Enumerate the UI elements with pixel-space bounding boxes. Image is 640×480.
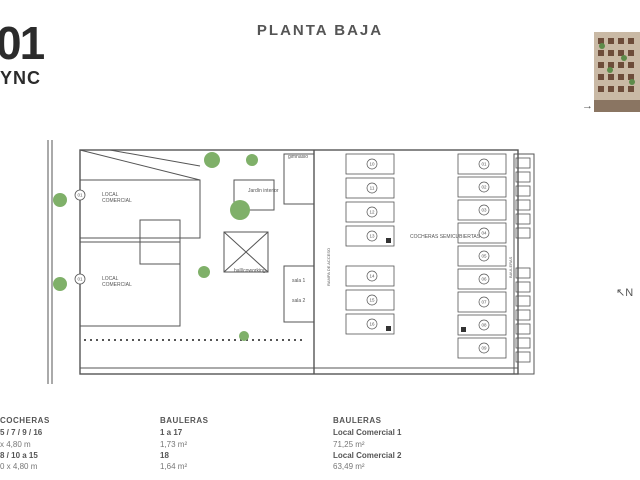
- legend-col2-line4: 1,64 m²: [160, 462, 188, 471]
- parking-stall-14: 14: [345, 265, 395, 287]
- parking-stall-label: 14: [369, 274, 375, 279]
- building-thumbnail: [594, 32, 640, 112]
- rooms-block: [283, 265, 315, 323]
- parking-stall-11: 11: [345, 177, 395, 199]
- parking-stall-label: 09: [481, 346, 487, 351]
- unit-marker-01b: [74, 273, 86, 285]
- legend-col2-line2: 1,73 m²: [160, 440, 188, 449]
- page-title: PLANTA BAJA: [256, 22, 384, 39]
- rampa-label: RAMPA DE ACCESO: [326, 248, 331, 286]
- legend-col2-head: BAULERAS: [160, 416, 209, 425]
- legend-col2-line3: 18: [160, 451, 169, 460]
- legend-col1-line2: x 4,80 m: [0, 440, 31, 449]
- local-comercial-1-label-a: LOCAL: [102, 192, 119, 198]
- parking-stall-12: 12: [345, 201, 395, 223]
- parking-stall-15: 15: [345, 289, 395, 311]
- local-comercial-2-label-b: COMERCIAL: [102, 282, 132, 288]
- parking-stall-16: 16: [345, 313, 395, 335]
- legend-col3-line1: Local Comercial 1: [333, 428, 402, 437]
- parking-stall-03: 03: [457, 199, 507, 221]
- gimnasio-label: gimnasio: [288, 154, 308, 160]
- jardin-label: Jardín interior: [248, 188, 279, 194]
- unit-marker-01b-label: 01: [77, 277, 83, 282]
- parking-stall-label: 03: [481, 208, 487, 213]
- sala2-label: sala 2: [292, 298, 306, 304]
- hall-label: hall/coworking: [234, 268, 266, 274]
- accessible-marker: [386, 326, 391, 331]
- legend-col3-line2: 71,25 m²: [333, 440, 365, 449]
- unit-marker-01a: [74, 189, 86, 201]
- arrow-right-icon: →: [582, 100, 593, 112]
- local-comercial-2-label-a: LOCAL: [102, 276, 119, 282]
- brand-logo-top: 01: [0, 17, 45, 69]
- parking-stall-label: 06: [481, 277, 487, 282]
- parking-left-column: 10 11 12 13 14 15 16: [345, 153, 395, 335]
- parking-stall-label: 11: [370, 186, 375, 191]
- legend-col2-line1: 1 a 17: [160, 428, 183, 437]
- legend-col3-line4: 63,49 m²: [333, 462, 365, 471]
- parking-stall-label: 02: [481, 185, 487, 190]
- unit-marker-01a-label: 01: [77, 193, 83, 198]
- trees: [53, 152, 258, 341]
- parking-stall-label: 05: [481, 254, 487, 259]
- parking-stall-04: 04: [457, 222, 507, 244]
- parking-stall-06: 06: [457, 268, 507, 290]
- parking-stall-01: 01: [457, 153, 507, 175]
- sala1-label: sala 1: [292, 278, 306, 284]
- bauleras-strip: [513, 153, 535, 375]
- hall-room: [223, 231, 269, 273]
- parking-stall-label: 04: [481, 231, 487, 236]
- cocheras-label: COCHERAS SEMICUBIERTAS: [410, 234, 481, 240]
- parking-stall-label: 13: [369, 234, 375, 239]
- parking-stall-05: 05: [457, 245, 507, 267]
- parking-stall-08: 08: [457, 314, 507, 336]
- local-comercial-1-label-b: COMERCIAL: [102, 198, 132, 204]
- parking-right-column: 01 02 03 04 05 06 07 08 09: [457, 153, 507, 359]
- legend-col1-line1: 5 / 7 / 9 / 16: [0, 428, 43, 437]
- parking-stall-label: 07: [481, 300, 487, 305]
- legend-col1-line3: 8 / 10 a 15: [0, 451, 38, 460]
- legend-col1-head: COCHERAS: [0, 416, 50, 425]
- baulera-cells: [515, 157, 531, 363]
- parking-stall-label: 01: [481, 162, 487, 167]
- parking-stall-label: 10: [369, 162, 375, 167]
- legend-col3-line3: Local Comercial 2: [333, 451, 402, 460]
- legend-col1-line4: 0 x 4,80 m: [0, 462, 38, 471]
- accessible-marker: [386, 238, 391, 243]
- north-arrow-icon: ↖N: [616, 287, 634, 299]
- parking-stall-02: 02: [457, 176, 507, 198]
- parking-stall-label: 15: [369, 298, 375, 303]
- accessible-marker: [461, 327, 466, 332]
- parking-stall-10: 10: [345, 153, 395, 175]
- bauleras-label: BAULERAS: [508, 256, 513, 278]
- brand-logo-bottom: YNC: [0, 68, 42, 88]
- parking-stall-13: 13: [345, 225, 395, 247]
- gym-room: [283, 153, 315, 205]
- parking-stall-label: 16: [369, 322, 375, 327]
- parking-stall-label: 08: [481, 323, 487, 328]
- legend-col3-head: BAULERAS: [333, 416, 382, 425]
- parking-stall-label: 12: [369, 210, 375, 215]
- parking-stall-07: 07: [457, 291, 507, 313]
- parking-stall-09: 09: [457, 337, 507, 359]
